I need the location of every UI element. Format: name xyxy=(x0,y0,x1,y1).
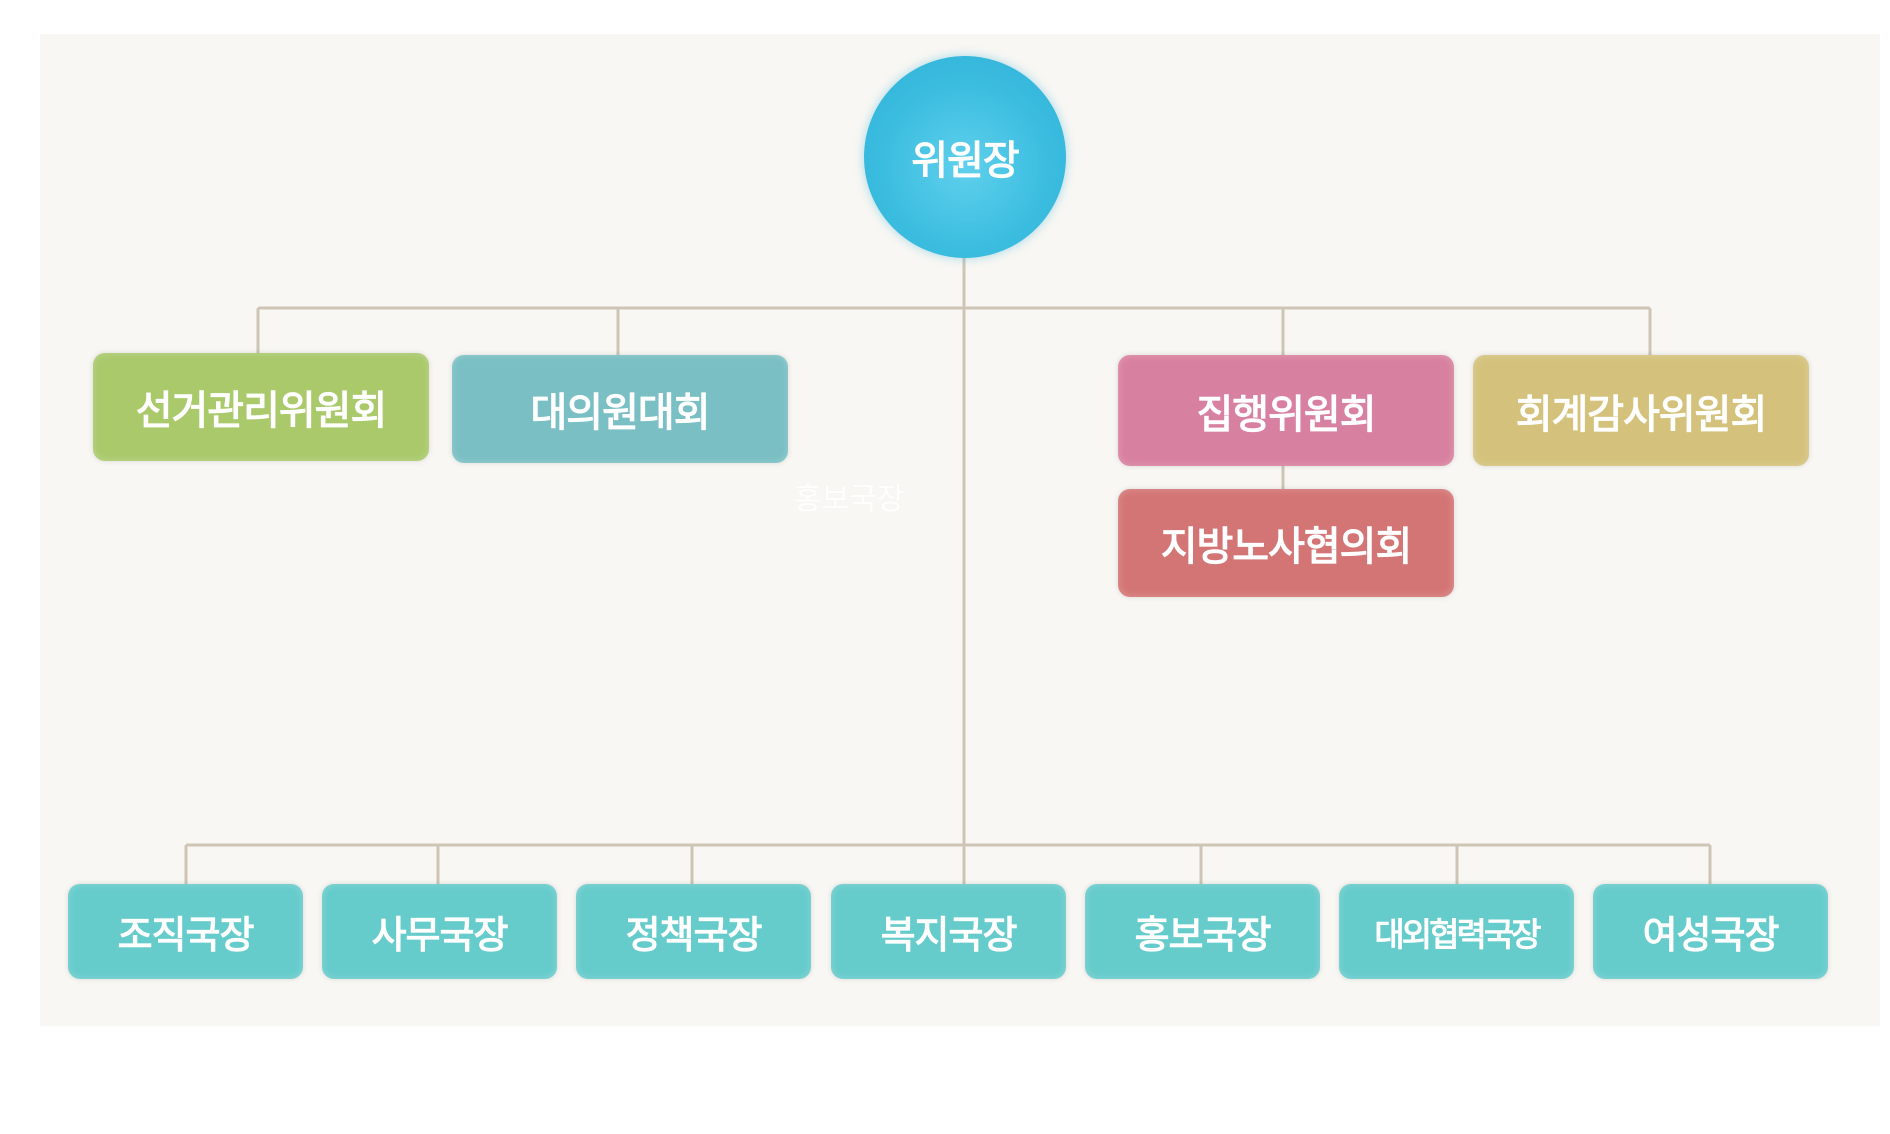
bureau-welfare-node: 복지국장 xyxy=(831,884,1066,979)
bureau-label: 사무국장 xyxy=(371,913,509,957)
delegates-assembly-node: 대의원대회 xyxy=(452,355,788,463)
bureau-label: 여성국장 xyxy=(1642,913,1780,957)
election-committee-node: 선거관리위원회 xyxy=(93,353,429,461)
regional-council-node: 지방노사협의회 xyxy=(1118,489,1454,597)
executive-committee-node: 집행위원회 xyxy=(1118,355,1454,466)
bureau-external-cooperation-node: 대외협력국장 xyxy=(1339,884,1574,979)
audit-committee-label: 회계감사위원회 xyxy=(1515,391,1768,438)
audit-committee-node: 회계감사위원회 xyxy=(1473,355,1809,466)
delegates-assembly-label: 대의원대회 xyxy=(530,390,711,436)
bureau-public-relations-node: 홍보국장 xyxy=(1085,884,1320,979)
bureau-policy-node: 정책국장 xyxy=(576,884,811,979)
bureau-label: 홍보국장 xyxy=(1134,913,1272,957)
election-committee-label: 선거관리위원회 xyxy=(135,388,388,434)
chair-label: 위원장 xyxy=(911,138,1019,184)
bureau-label: 복지국장 xyxy=(880,913,1018,957)
regional-council-label: 지방노사협의회 xyxy=(1160,524,1413,570)
executive-committee-label: 집행위원회 xyxy=(1196,391,1377,438)
bureau-label: 정책국장 xyxy=(625,913,763,957)
bureau-women-node: 여성국장 xyxy=(1593,884,1828,979)
bureau-organization-node: 조직국장 xyxy=(68,884,303,979)
bureau-label: 조직국장 xyxy=(117,913,255,957)
ghost-label: 홍보국장 xyxy=(794,482,905,517)
bureau-label: 대외협력국장 xyxy=(1374,914,1541,954)
chair-node: 위원장 xyxy=(864,56,1066,258)
bureau-secretariat-node: 사무국장 xyxy=(322,884,557,979)
